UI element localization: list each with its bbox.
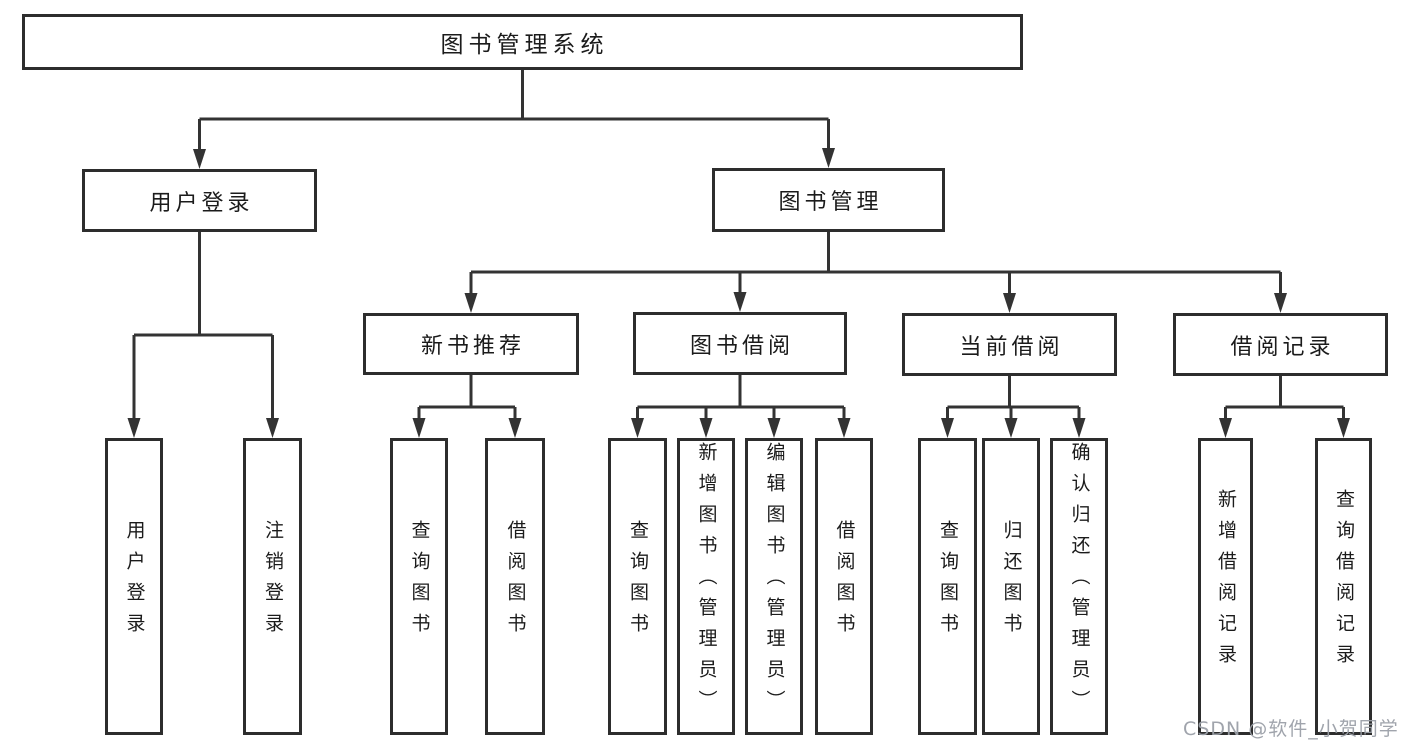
node-root: 图书管理系统 [22,14,1023,70]
node-mgmt-label: 图书管理 [778,190,883,215]
node-borrow-label: 图书借阅 [689,333,794,359]
node-bor-edit: 编辑图书（管理员） [745,438,803,735]
node-rec-query: 查询图书 [390,438,448,735]
node-recd-query-label: 查询借阅记录 [1333,488,1355,675]
node-cur-confirm-label: 确认归还（管理员） [1068,442,1091,721]
arrowhead-icon [127,418,141,438]
node-bor-edit-label: 编辑图书（管理员） [763,442,786,721]
arrowhead-icon [1072,418,1086,438]
arrowhead-icon [767,418,781,438]
node-bor-add-label: 新增图书（管理员） [695,442,718,721]
node-bor-lend: 借阅图书 [815,438,873,735]
node-cur-return: 归还图书 [982,438,1040,735]
node-root-label: 图书管理系统 [440,32,609,58]
node-current-label: 当前借阅 [959,334,1064,360]
arrowhead-icon [508,418,522,438]
arrowhead-icon [193,149,206,169]
node-rec-label: 新书推荐 [420,334,525,359]
watermark: CSDN @软件_小贺同学 [1183,718,1399,740]
node-records: 借阅记录 [1173,313,1388,376]
arrowhead-icon [699,418,713,438]
node-rec-borrow-label: 借阅图书 [504,519,527,644]
node-login: 用户登录 [82,169,317,232]
node-recd-query: 查询借阅记录 [1315,438,1372,735]
arrowhead-icon [822,148,835,168]
node-cur-query: 查询图书 [918,438,977,735]
node-cur-return-label: 归还图书 [1000,519,1023,644]
node-bor-query-label: 查询图书 [627,519,649,644]
arrowhead-icon [733,292,747,312]
node-logout: 注销登录 [243,438,302,735]
node-recd-add: 新增借阅记录 [1198,438,1253,735]
node-records-label: 借阅记录 [1230,334,1335,360]
node-borrow: 图书借阅 [633,312,847,375]
node-mgmt: 图书管理 [712,168,945,232]
arrowhead-icon [266,418,279,438]
arrowhead-icon [837,418,851,438]
arrowhead-icon [631,418,644,438]
node-rec: 新书推荐 [363,313,579,375]
node-user-login: 用户登录 [105,438,163,735]
node-user-login-label: 用户登录 [123,519,146,644]
node-rec-borrow: 借阅图书 [485,438,545,735]
arrowhead-icon [941,418,954,438]
node-rec-query-label: 查询图书 [408,519,431,644]
arrowhead-icon [1219,418,1232,438]
node-bor-add: 新增图书（管理员） [677,438,735,735]
arrowhead-icon [464,293,478,313]
node-cur-query-label: 查询图书 [937,519,959,644]
node-current: 当前借阅 [902,313,1117,376]
node-logout-label: 注销登录 [262,519,284,644]
node-bor-query: 查询图书 [608,438,667,735]
arrowhead-icon [1274,293,1287,313]
node-bor-lend-label: 借阅图书 [833,519,856,644]
connector-path [132,70,1345,420]
node-recd-add-label: 新增借阅记录 [1215,488,1237,675]
arrowhead-icon [1337,418,1350,438]
node-login-label: 用户登录 [149,190,254,216]
arrowhead-icon [1003,293,1016,313]
arrowhead-icon [412,418,426,438]
node-cur-confirm: 确认归还（管理员） [1050,438,1108,735]
arrowhead-icon [1004,418,1018,438]
